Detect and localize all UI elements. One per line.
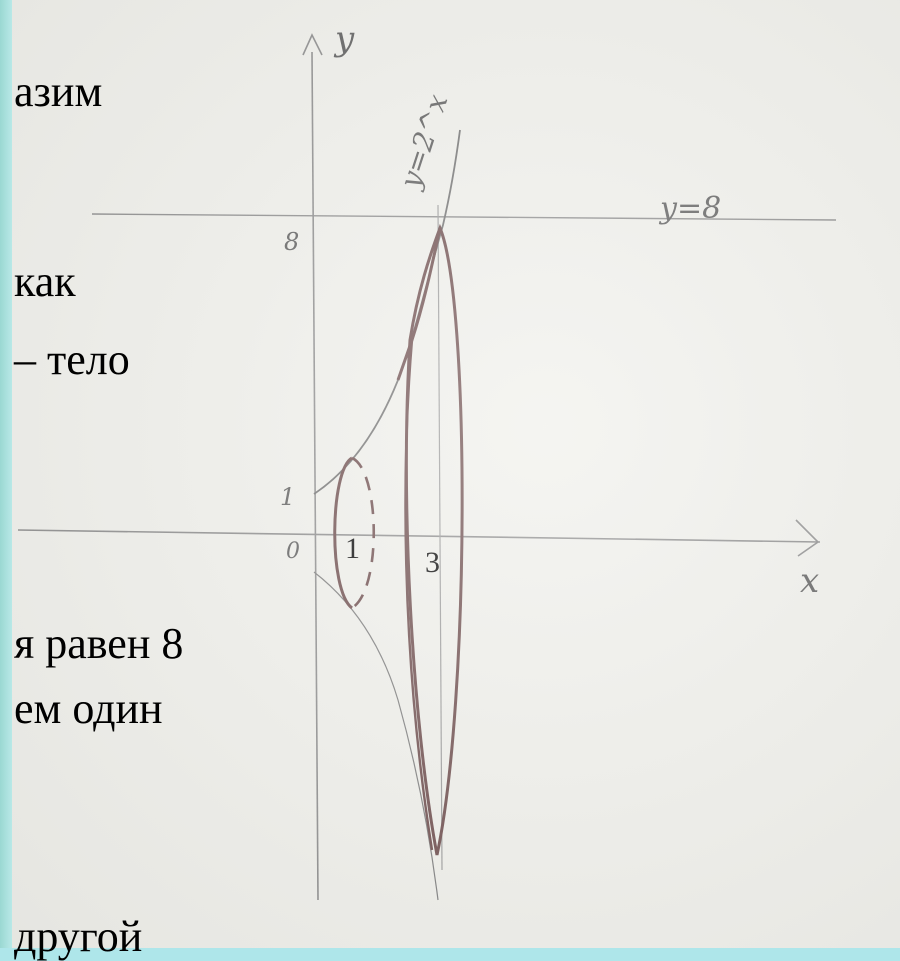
axes: [17, 33, 821, 901]
x-tick-1-label: 1: [345, 532, 360, 565]
y-axis-arrow: [302, 33, 323, 56]
origin-label: 0: [286, 539, 300, 564]
slide-text-line-1: азим: [14, 67, 103, 116]
vertical-x-3: [437, 204, 443, 871]
y-tick-8-label: 8: [284, 228, 299, 256]
solid-outline-upper: [396, 227, 442, 381]
slide-text-line-6: другой: [14, 912, 143, 961]
x-axis: [17, 529, 821, 543]
axis-y-label: y: [333, 19, 355, 59]
curve-label: y=2^x: [393, 90, 455, 194]
axis-x-label: x: [800, 561, 819, 601]
slide-text-line-3: – тело: [14, 335, 130, 384]
line-y-8: [91, 213, 837, 221]
large-cross-section-left: [404, 339, 434, 851]
large-cross-section: [405, 223, 464, 856]
x-axis-arrow: [795, 519, 820, 557]
y-axis: [311, 51, 319, 901]
slide-text-line-5: ем один: [14, 684, 163, 733]
slide-text-line-4: я равен 8: [14, 619, 184, 668]
slide-text-line-2: как: [14, 257, 76, 306]
x-tick-3-label: 3: [425, 546, 440, 579]
small-cross-section-solid: [333, 456, 354, 610]
line-label: y=8: [658, 191, 721, 226]
y-tick-1-label: 1: [280, 483, 295, 511]
small-cross-section-dashed: [351, 456, 376, 610]
